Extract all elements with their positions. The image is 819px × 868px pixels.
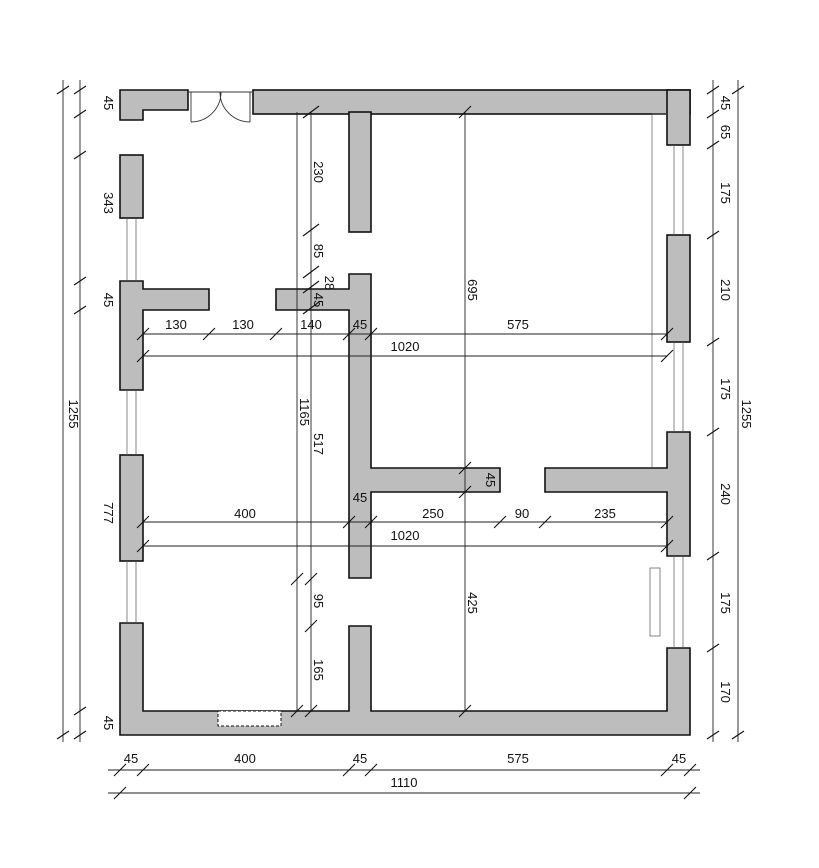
dim-width-575: 575 bbox=[507, 317, 529, 332]
dim-right-window3: 175 bbox=[718, 592, 733, 614]
dimension-lines bbox=[62, 80, 739, 794]
wall-left-upper bbox=[119, 154, 144, 219]
dim-gap-95: 95 bbox=[311, 594, 326, 608]
dim-seg-130a: 130 bbox=[165, 317, 187, 332]
dim-height-1165: 1165 bbox=[297, 398, 312, 426]
dim-left-lower-span: 777 bbox=[101, 502, 116, 524]
dim-bottom-right-room: 575 bbox=[507, 751, 529, 766]
dim-right-total: 1255 bbox=[739, 400, 754, 429]
wall-right-pier bbox=[666, 234, 691, 343]
dim-bottom-total: 1110 bbox=[391, 775, 418, 790]
wall-right-top bbox=[666, 89, 691, 146]
dim-left-top-wall: 45 bbox=[101, 96, 116, 110]
dim-stub-45: 45 bbox=[311, 293, 326, 307]
dim-left-bottom-wall: 45 bbox=[101, 716, 116, 730]
wall-left-lower bbox=[119, 454, 144, 562]
dim-height-695: 695 bbox=[465, 279, 480, 301]
dim-left-mid-wall: 45 bbox=[101, 293, 116, 307]
wall-top-left bbox=[119, 89, 189, 121]
entrance-door bbox=[188, 91, 253, 123]
dim-gap-28: 28 bbox=[322, 276, 337, 290]
wall-top-main bbox=[252, 89, 691, 115]
walls bbox=[119, 89, 691, 736]
dim-bottom-left-wall: 45 bbox=[124, 751, 138, 766]
dim-width-1020-upper: 1020 bbox=[391, 339, 420, 354]
dim-right-bottom-segment: 170 bbox=[718, 681, 733, 703]
floor-niche bbox=[217, 710, 282, 727]
wall-left-middle bbox=[119, 280, 210, 391]
dim-height-517: 517 bbox=[311, 433, 326, 455]
dim-right-wall2: 240 bbox=[718, 483, 733, 505]
dim-left-total: 1255 bbox=[66, 400, 81, 429]
dim-bottom-right-wall: 45 bbox=[672, 751, 686, 766]
dim-stub-45-right: 45 bbox=[483, 473, 498, 487]
dim-seg-250: 250 bbox=[422, 506, 444, 521]
dim-gap-85: 85 bbox=[311, 244, 326, 258]
dimension-labels: 45 343 45 1255 777 45 45 65 175 210 175 … bbox=[66, 96, 754, 790]
wall-left-bottom bbox=[119, 622, 691, 736]
dim-stub-230: 230 bbox=[311, 161, 326, 183]
radiator bbox=[649, 567, 661, 637]
dim-wall-45-upper: 45 bbox=[353, 317, 367, 332]
dim-seg-130b: 130 bbox=[232, 317, 254, 332]
dim-height-425: 425 bbox=[465, 592, 480, 614]
dim-gap-165: 165 bbox=[311, 659, 326, 681]
wall-interior-top-stub bbox=[348, 111, 372, 233]
dim-width-400: 400 bbox=[234, 506, 256, 521]
dim-seg-235: 235 bbox=[594, 506, 616, 521]
wall-central bbox=[275, 273, 501, 579]
dim-bottom-mid-wall: 45 bbox=[353, 751, 367, 766]
dim-left-upper-wall: 343 bbox=[101, 192, 116, 214]
dim-right-top-wall: 45 bbox=[718, 96, 733, 110]
openings bbox=[126, 91, 684, 727]
dim-right-window1: 175 bbox=[718, 182, 733, 204]
dim-wall-45-lower: 45 bbox=[353, 490, 367, 505]
wall-right-interior bbox=[544, 431, 691, 557]
dim-width-1020-lower: 1020 bbox=[391, 528, 420, 543]
dim-right-top-segment: 65 bbox=[718, 125, 733, 139]
dim-bottom-left-room: 400 bbox=[234, 751, 256, 766]
dim-opening-90: 90 bbox=[515, 506, 529, 521]
dim-seg-140: 140 bbox=[300, 317, 322, 332]
dimension-ticks bbox=[56, 85, 745, 800]
dim-right-wall1: 210 bbox=[718, 279, 733, 301]
dim-right-window2: 175 bbox=[718, 378, 733, 400]
